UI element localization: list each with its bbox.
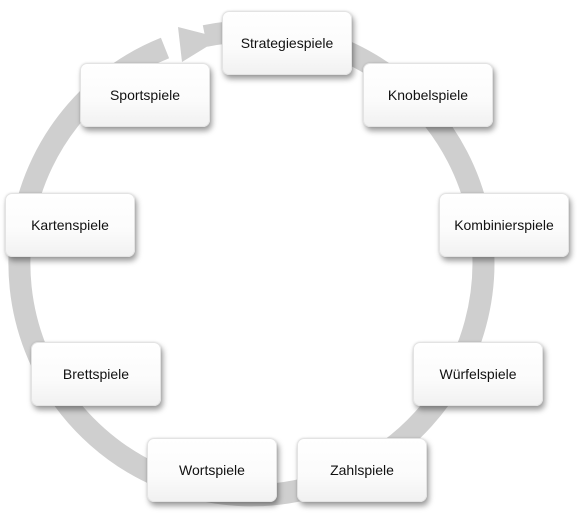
node-brettspiele: Brettspiele: [31, 342, 161, 406]
node-strategiespiele: Strategiespiele: [222, 11, 352, 75]
node-kartenspiele: Kartenspiele: [5, 193, 135, 257]
node-kombinierspiele: Kombinierspiele: [439, 193, 569, 257]
cycle-arrow-head: [178, 27, 221, 62]
node-label-wortspiele: Wortspiele: [179, 462, 245, 478]
node-sportspiele: Sportspiele: [80, 63, 210, 127]
node-wortspiele: Wortspiele: [147, 438, 277, 502]
node-label-strategiespiele: Strategiespiele: [240, 35, 334, 51]
node-label-sportspiele: Sportspiele: [109, 87, 181, 103]
node-label-kartenspiele: Kartenspiele: [31, 217, 109, 233]
node-label-knobelspiele: Knobelspiele: [387, 87, 469, 103]
node-zahlspiele: Zahlspiele: [297, 438, 427, 502]
node-label-zahlspiele: Zahlspiele: [330, 462, 394, 478]
node-label-brettspiele: Brettspiele: [62, 366, 130, 382]
node-wuerfelspiele: Würfelspiele: [413, 342, 543, 406]
node-knobelspiele: Knobelspiele: [363, 63, 493, 127]
node-label-kombinierspiele: Kombinierspiele: [454, 217, 554, 233]
node-label-wuerfelspiele: Würfelspiele: [439, 366, 517, 382]
